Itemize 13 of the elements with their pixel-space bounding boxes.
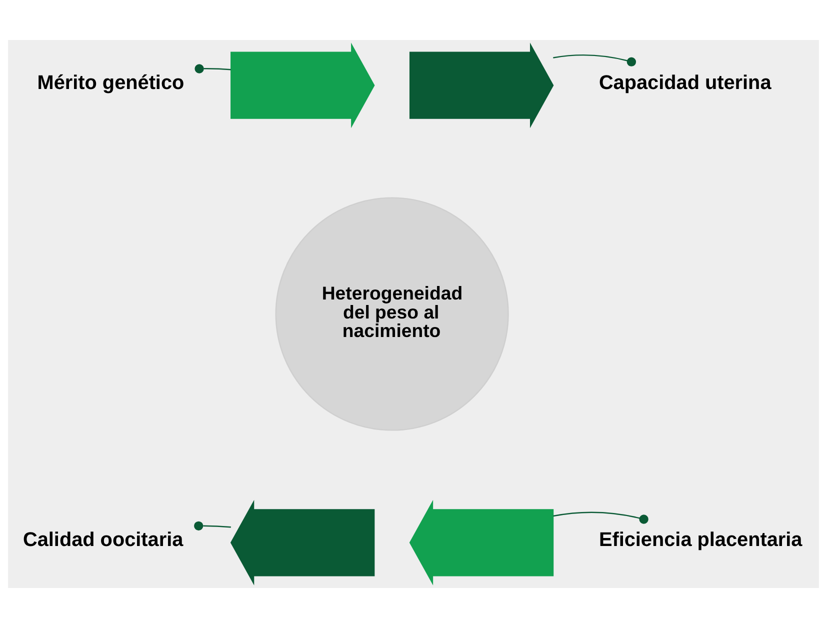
node-circle: Heterogeneidad del peso al nacimiento — [275, 197, 509, 431]
node-text: Calidad oocitaria — [23, 529, 184, 552]
connector — [194, 521, 231, 531]
node-arrow — [230, 500, 375, 586]
node-arrow — [409, 500, 554, 586]
node-arrow — [409, 42, 554, 128]
connector — [553, 54, 636, 66]
node-text: Eficiencia placentaria — [598, 529, 802, 552]
node-text: Capacidad uterina — [598, 72, 772, 94]
node-text: Mérito genético — [37, 72, 184, 94]
connector — [553, 512, 648, 524]
connector — [194, 64, 231, 74]
node-arrow — [230, 42, 375, 128]
